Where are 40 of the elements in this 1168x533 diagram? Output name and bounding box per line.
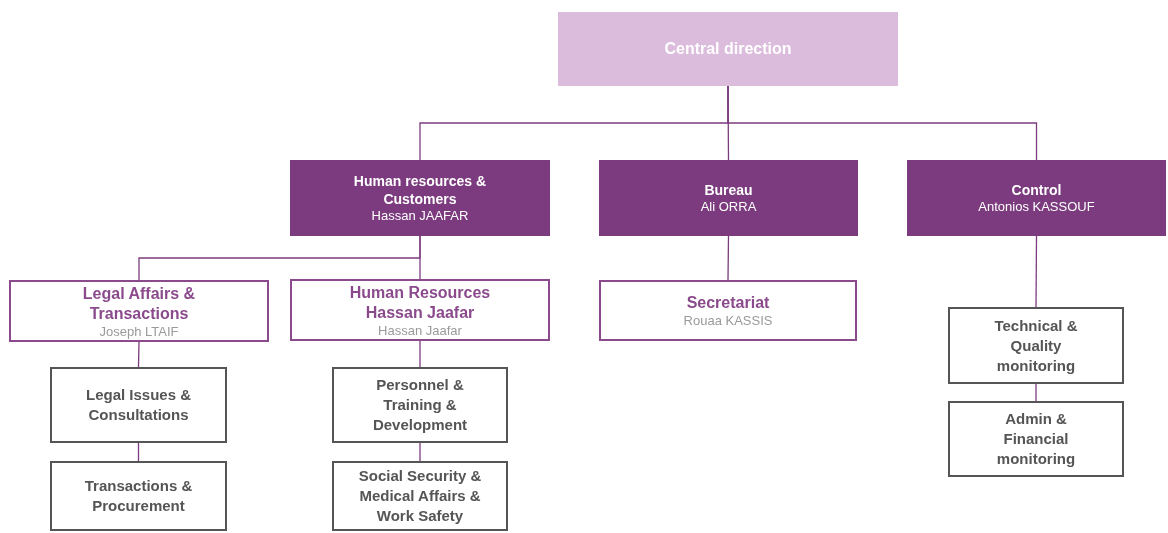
connector-line — [419, 442, 421, 462]
connector-line — [137, 341, 140, 368]
person-name: Ali ORRA — [700, 199, 757, 215]
person-name: Hassan JAAFAR — [371, 208, 469, 224]
person-name: Joseph LTAIF — [99, 323, 179, 339]
department-box — [599, 160, 858, 236]
connector-line — [1035, 383, 1037, 402]
section-box — [332, 461, 508, 531]
department-box — [290, 160, 550, 236]
unit-title: Admin & Financial monitoring — [995, 409, 1077, 469]
unit-title: Social Security & Medical Affairs & Work Safety — [357, 466, 483, 526]
section-box — [50, 367, 227, 443]
connector-line — [1035, 235, 1038, 308]
unit-box — [290, 279, 550, 341]
director-box — [558, 12, 898, 86]
section-box — [948, 307, 1124, 384]
connector-line — [419, 340, 421, 368]
unit-title: Human resources & Customers — [352, 172, 488, 208]
unit-title: Bureau — [704, 181, 753, 199]
department-box — [907, 160, 1166, 236]
unit-title: Personnel & Training & Development — [371, 375, 469, 435]
unit-title: Technical & Quality monitoring — [993, 315, 1079, 376]
section-box — [332, 367, 508, 443]
unit-title: Secretariat — [686, 293, 770, 313]
section-box — [50, 461, 227, 531]
unit-title: Control — [1011, 181, 1062, 199]
section-box — [948, 401, 1124, 477]
person-name: Rouaa KASSIS — [683, 313, 773, 328]
person-name: Antonios KASSOUF — [978, 199, 1095, 215]
connector-line — [727, 85, 1038, 161]
unit-title: Central direction — [664, 39, 792, 59]
unit-box — [9, 280, 269, 342]
unit-title: Legal Issues & Consultations — [84, 385, 192, 425]
person-name: Hassan Jaafar — [378, 322, 462, 338]
unit-title: Transactions & Procurement — [83, 476, 194, 516]
connector-line — [419, 235, 421, 280]
unit-title: Legal Affairs & Transactions — [81, 283, 197, 324]
unit-box — [599, 280, 857, 341]
unit-title: Human Resources Hassan Jaafar — [348, 282, 492, 323]
connector-line — [727, 235, 730, 281]
